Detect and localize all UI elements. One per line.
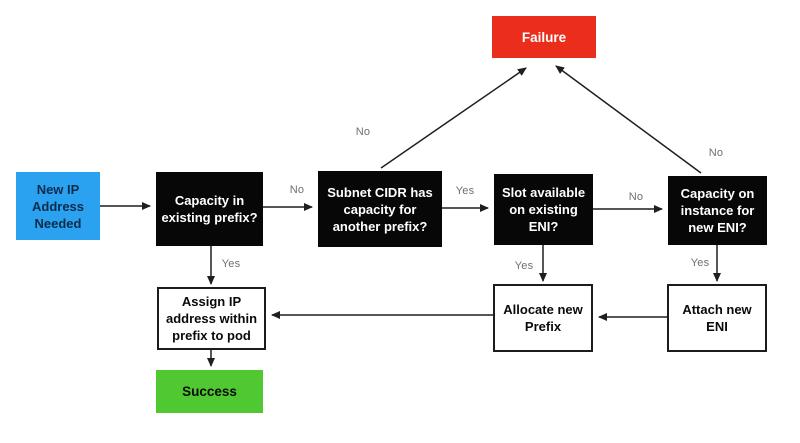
- edge-label-capacity-new-eni-no: No: [708, 147, 724, 159]
- node-capacity-existing-prefix: Capacity in existing prefix?: [156, 172, 263, 246]
- node-assign-ip: Assign IP address within prefix to pod: [157, 287, 266, 350]
- node-slot-available-eni-label: Slot available on existing ENI?: [501, 185, 586, 234]
- node-subnet-cidr-capacity: Subnet CIDR has capacity for another pre…: [318, 171, 442, 247]
- node-assign-ip-label: Assign IP address within prefix to pod: [165, 294, 258, 343]
- edge-label-slot-available-yes: Yes: [514, 260, 534, 272]
- node-capacity-new-eni: Capacity on instance for new ENI?: [668, 176, 767, 245]
- node-slot-available-eni: Slot available on existing ENI?: [494, 174, 593, 245]
- node-attach-eni-label: Attach new ENI: [682, 302, 752, 334]
- arrow-capacity-new-eni-to-failure: [555, 65, 702, 174]
- node-allocate-prefix-label: Allocate new Prefix: [503, 302, 583, 334]
- edge-label-subnet-cidr-no: No: [355, 126, 371, 138]
- node-capacity-new-eni-label: Capacity on instance for new ENI?: [680, 186, 755, 235]
- node-new-ip-needed-label: New IP Address Needed: [31, 181, 85, 231]
- node-new-ip-needed: New IP Address Needed: [16, 172, 100, 240]
- node-failure: Failure: [492, 16, 596, 58]
- edge-label-capacity-existing-no: No: [289, 184, 305, 196]
- edge-label-slot-available-no: No: [628, 191, 644, 203]
- node-success-label: Success: [182, 384, 237, 399]
- node-capacity-existing-prefix-label: Capacity in existing prefix?: [161, 193, 258, 225]
- node-attach-eni: Attach new ENI: [667, 284, 767, 352]
- arrow-subnet-cidr-to-failure: [380, 67, 527, 169]
- node-success: Success: [156, 370, 263, 413]
- node-allocate-prefix: Allocate new Prefix: [493, 284, 593, 352]
- node-subnet-cidr-capacity-label: Subnet CIDR has capacity for another pre…: [327, 184, 433, 234]
- node-failure-label: Failure: [521, 29, 567, 45]
- edge-label-subnet-cidr-yes: Yes: [455, 185, 475, 197]
- edge-label-capacity-existing-yes: Yes: [221, 258, 241, 270]
- edge-label-capacity-new-eni-yes: Yes: [690, 257, 710, 269]
